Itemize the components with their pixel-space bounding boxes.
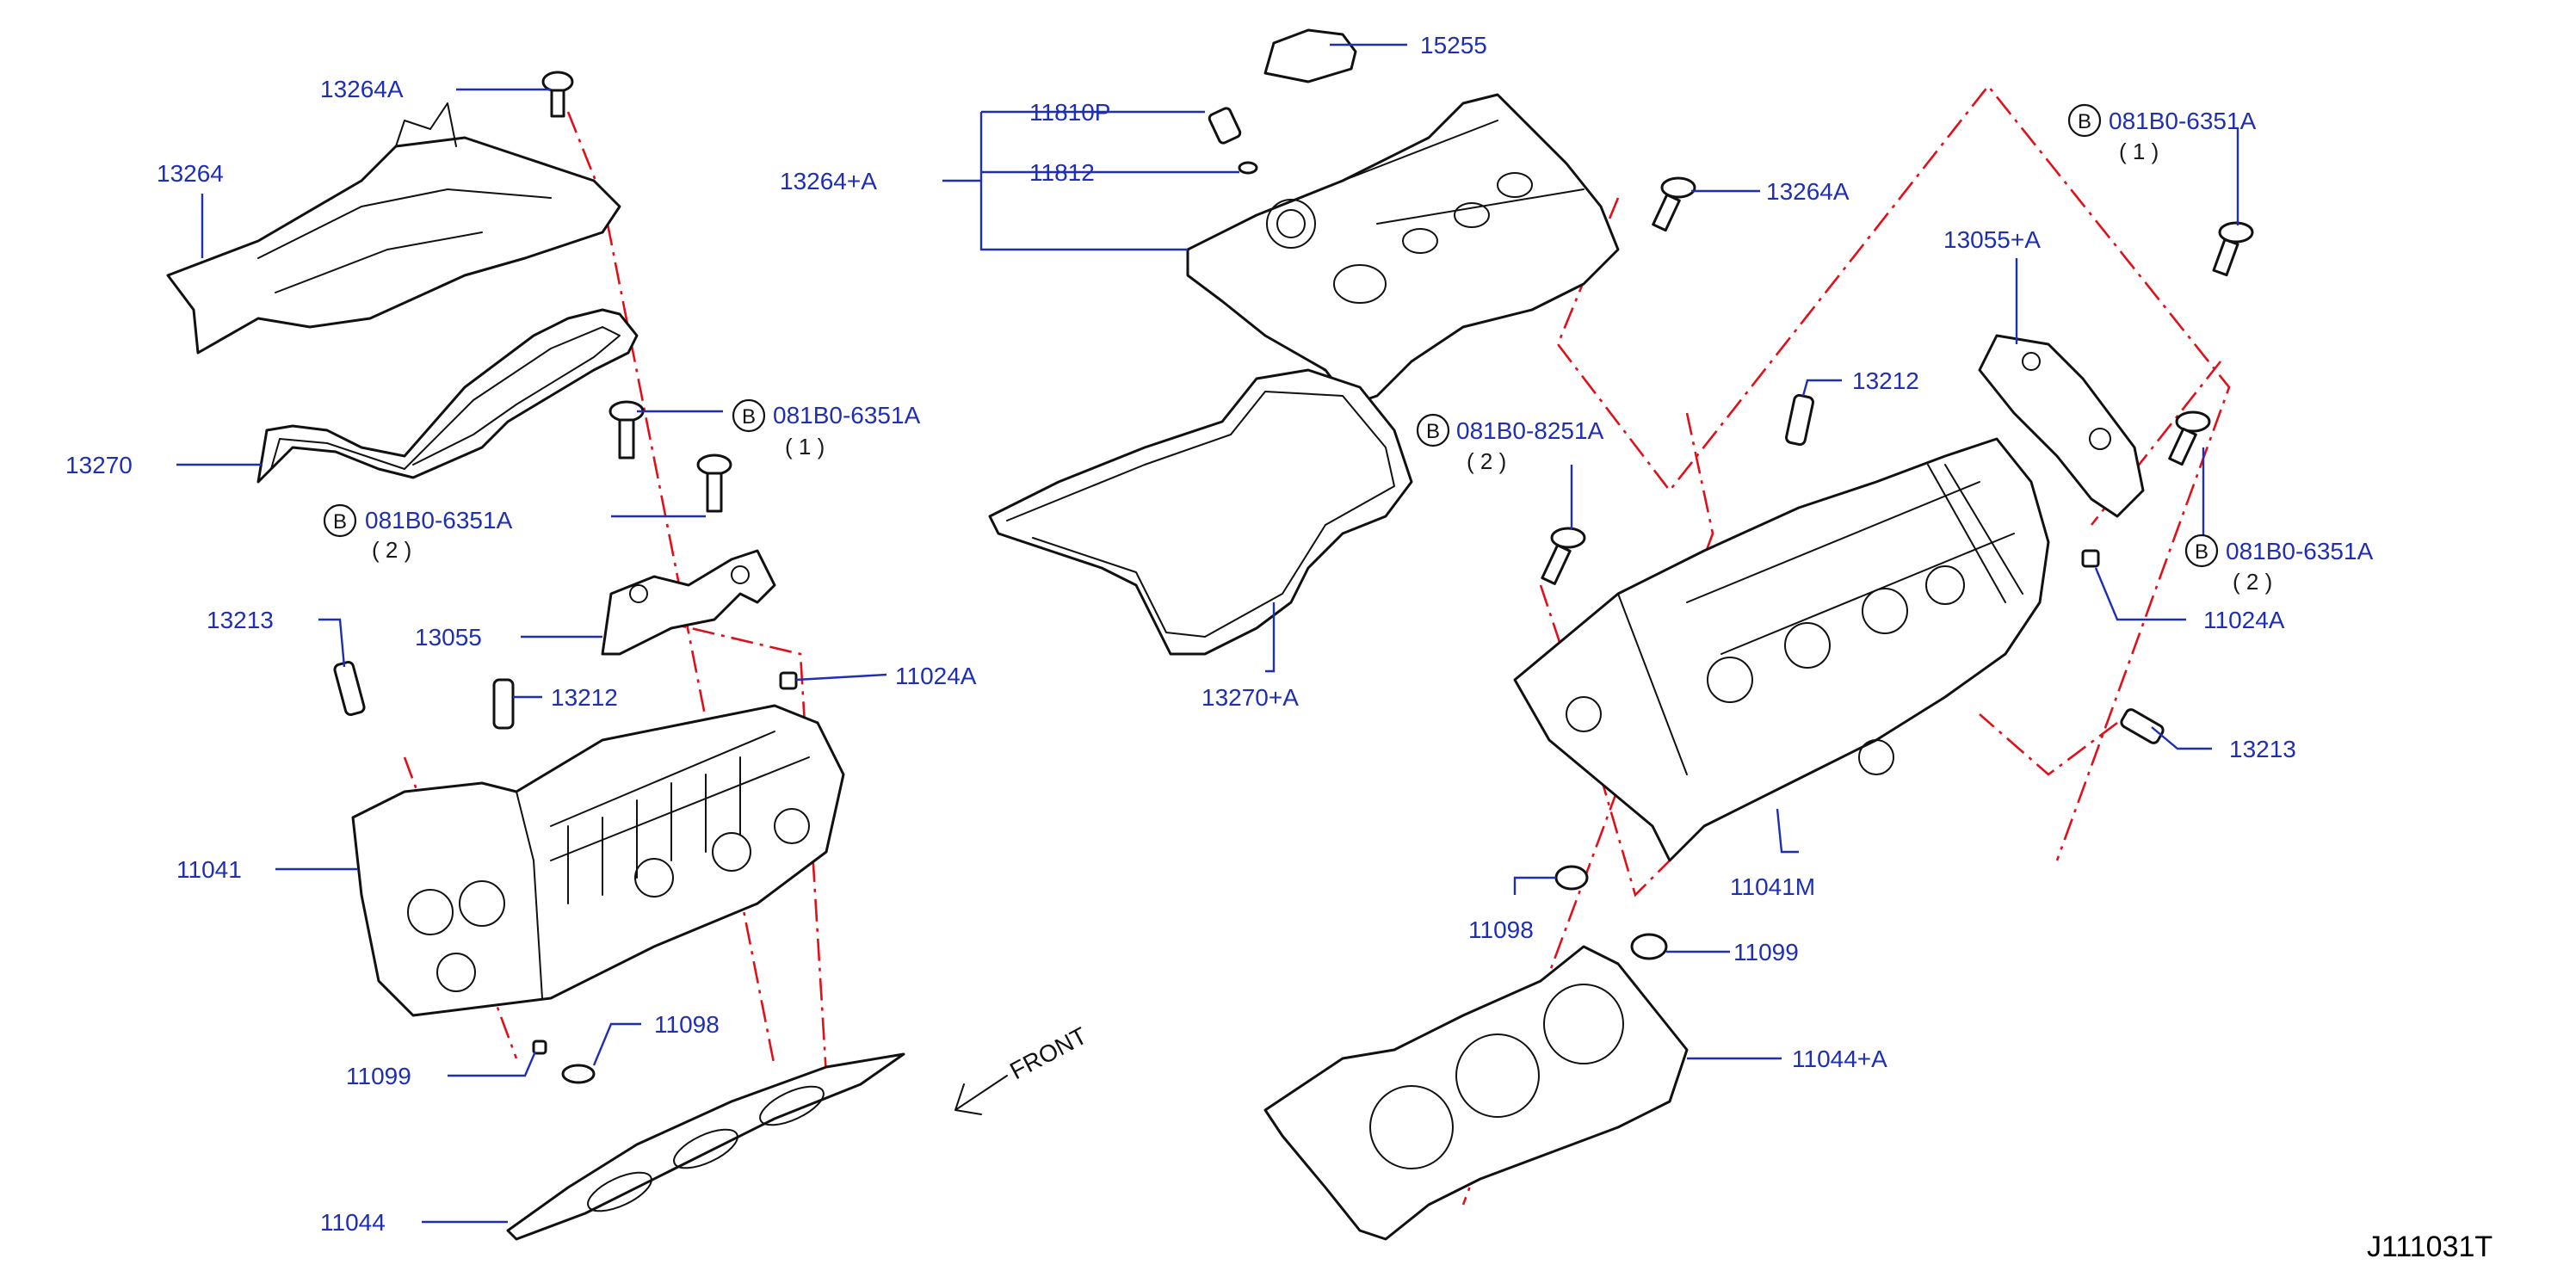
dowel-13213-left	[333, 661, 366, 716]
cylinder-head-11041M	[1513, 437, 2050, 862]
label-13055: 13055	[415, 624, 482, 651]
b-marker-1: B	[732, 398, 766, 433]
bolt-13264A-right	[1652, 176, 1696, 232]
grommet-11812	[1238, 161, 1258, 175]
label-081B0-6351A-right-1: 081B0-6351A	[2109, 108, 2257, 134]
label-11098-left: 11098	[654, 1011, 720, 1038]
label-081B0-6351A-left-1: 081B0-6351A	[773, 402, 921, 429]
cylinder-head-11041	[351, 704, 845, 1017]
heat-shield-13264	[166, 102, 621, 355]
bolt-081B0-8251A	[1541, 527, 1586, 585]
leader-lines	[176, 43, 2239, 1224]
label-11099-left: 11099	[346, 1063, 411, 1089]
svg-text:B: B	[2078, 110, 2091, 133]
label-11041M: 11041M	[1730, 873, 1815, 900]
front-arrow: FRONT	[954, 1022, 1091, 1115]
svg-text:B: B	[742, 405, 756, 429]
cover-gasket-13270pA	[988, 368, 1413, 656]
front-label: FRONT	[1005, 1022, 1091, 1085]
seal-11098-right	[1554, 865, 1589, 891]
label-13055pA: 13055+A	[1943, 226, 2041, 253]
svg-text:B: B	[1426, 420, 1440, 443]
seal-11098-left	[561, 1064, 596, 1084]
label-11099-right: 11099	[1733, 939, 1799, 965]
dowel-13212-left	[492, 678, 515, 730]
b-marker-2: B	[323, 503, 357, 538]
pcv-valve-11810P	[1208, 107, 1242, 145]
bolt-13264A-left	[541, 71, 574, 118]
label-13212-right: 13212	[1852, 367, 1919, 394]
label-11810P: 11810P	[1029, 99, 1110, 126]
svg-text:B: B	[2195, 540, 2208, 564]
qty-right-2: ( 2 )	[2233, 569, 2272, 595]
head-gasket-11044	[506, 1052, 905, 1241]
label-13270pA: 13270+A	[1202, 684, 1299, 711]
cover-gasket-13270	[256, 308, 639, 484]
label-081B0-8251A: 081B0-8251A	[1456, 417, 1604, 444]
valve-cover-13264pA	[1186, 93, 1620, 406]
label-11812: 11812	[1029, 159, 1095, 186]
bolt-081B0-6351A-left-1	[608, 400, 645, 460]
plug-11024A-left	[779, 671, 798, 690]
svg-text:B: B	[333, 510, 347, 534]
oil-filler-cap-15255	[1263, 28, 1357, 83]
qty-center: ( 2 )	[1467, 448, 1506, 474]
label-081B0-6351A-right-2: 081B0-6351A	[2226, 538, 2374, 564]
label-11044pA: 11044+A	[1792, 1046, 1887, 1072]
bracket-13055pA	[1978, 334, 2145, 518]
part-labels: 13264A 13264 13270 081B0-6351A ( 1 ) 081…	[65, 32, 2374, 1236]
b-marker-3: B	[1416, 413, 1450, 447]
label-15255: 15255	[1420, 32, 1487, 59]
label-13270: 13270	[65, 452, 133, 478]
qty-left-1: ( 1 )	[785, 434, 825, 460]
qty-left-2: ( 2 )	[372, 537, 411, 563]
label-13212-left: 13212	[551, 684, 618, 711]
label-13264A-right: 13264A	[1766, 178, 1850, 205]
qty-right-1: ( 1 )	[2119, 139, 2159, 164]
b-marker-5: B	[2184, 534, 2219, 568]
bolt-081B0-6351A-left-2	[696, 453, 732, 513]
plug-11024A-right	[2081, 549, 2100, 568]
label-11024A-right: 11024A	[2203, 607, 2285, 633]
head-gasket-11044pA	[1263, 945, 1689, 1241]
diagram-code: J111031T	[2367, 1231, 2493, 1263]
label-13264pA: 13264+A	[780, 168, 877, 194]
label-11044: 11044	[320, 1209, 386, 1236]
label-13213-left: 13213	[207, 607, 274, 633]
bolt-081B0-6351A-right-2	[2168, 410, 2211, 466]
bracket-13055	[601, 549, 776, 656]
label-11024A-left: 11024A	[895, 663, 977, 689]
label-13264A-left: 13264A	[320, 76, 404, 102]
label-11098-right: 11098	[1468, 916, 1534, 943]
label-081B0-6351A-left-2: 081B0-6351A	[365, 507, 513, 534]
seal-11099-right	[1630, 933, 1668, 960]
label-13264: 13264	[157, 160, 224, 187]
label-13213-right: 13213	[2229, 736, 2296, 762]
label-11041: 11041	[176, 856, 242, 883]
dowel-13212-right	[1785, 393, 1814, 447]
dowel-13213-right	[2120, 708, 2165, 744]
seal-11099-left	[532, 1039, 547, 1055]
bolt-081B0-6351A-right-1	[2212, 221, 2254, 277]
b-marker-4: B	[2067, 103, 2102, 138]
